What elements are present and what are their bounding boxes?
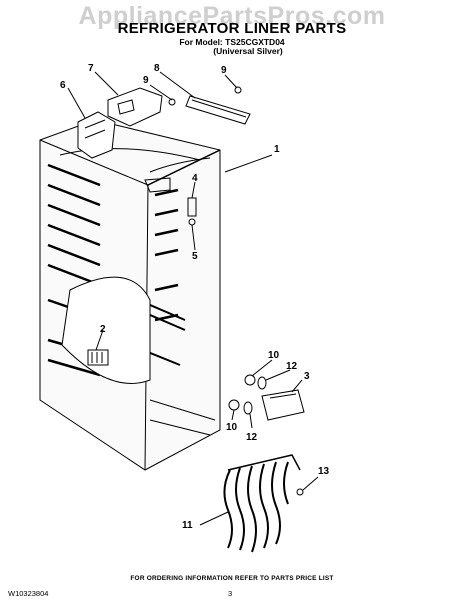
part-10-washer [244,374,256,386]
part-10-washer-b [228,399,240,411]
part-4-clip [187,197,197,217]
callout-13: 13 [318,466,330,477]
callout-11: 11 [182,520,193,531]
callout-9-left: 9 [143,75,149,86]
callout-8: 8 [154,63,160,74]
part-12-bushing [257,376,267,390]
callout-12-upper: 12 [286,361,298,372]
part-7-bracket [107,87,163,127]
callout-2: 2 [100,324,106,335]
watermark: AppliancePartsPros.com [78,2,386,30]
page-number: 3 [228,589,233,598]
part-11-heater [223,454,301,553]
callout-4: 4 [192,173,198,184]
callout-10-upper: 10 [268,350,280,361]
model-line: For Model: TS25CGXTD04 [179,37,285,47]
callout-1: 1 [274,144,280,155]
document-number: W10323804 [8,589,49,598]
part-6-housing [77,111,116,159]
callout-12-lower: 12 [246,432,258,443]
part-2-vent [87,349,109,366]
ordering-note: FOR ORDERING INFORMATION REFER TO PARTS … [130,575,334,582]
part-9-screw-b [234,86,242,94]
part-13-screw [296,488,304,496]
model-variant: (Universal Silver) [213,46,283,56]
callout-7: 7 [88,63,94,74]
callout-5: 5 [192,251,198,262]
part-9-screw [168,98,176,106]
part-12-bushing-b [243,401,253,415]
callout-6: 6 [60,80,66,91]
callout-9-right: 9 [221,65,227,76]
callout-10-lower: 10 [226,422,238,433]
part-8-strip [185,95,251,125]
refrigerator-liner [39,119,221,471]
callout-3: 3 [304,371,310,382]
part-3-hinge [261,389,305,421]
page-title: REFRIGERATOR LINER PARTS [117,20,347,37]
